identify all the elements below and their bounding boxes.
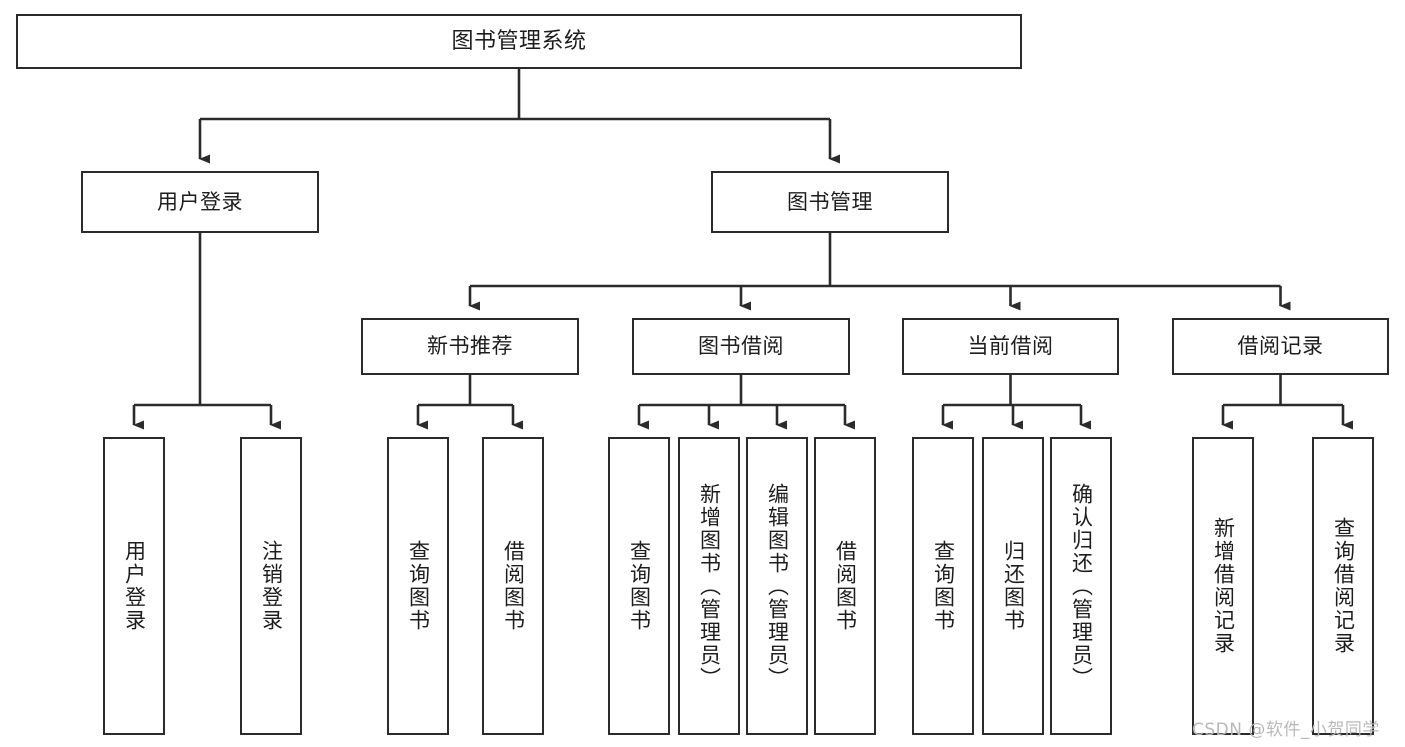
leaf-return-book[interactable]: 归还图书 [982,437,1044,735]
node-label: 新增借阅记录 [1211,517,1236,655]
node-new-book-recommendation[interactable]: 新书推荐 [361,318,579,375]
leaf-borrow-book-recommendation[interactable]: 借阅图书 [482,437,544,735]
node-label: 借阅图书 [833,540,858,632]
node-label: 当前借阅 [967,334,1054,359]
node-label: 借阅图书 [501,540,526,632]
node-label: 查询借阅记录 [1331,517,1356,655]
node-label: 新增图书（管理员） [697,482,722,690]
node-label: 图书借阅 [698,334,784,359]
leaf-edit-book-admin[interactable]: 编辑图书（管理员） [746,437,808,735]
node-book-management[interactable]: 图书管理 [711,171,949,233]
node-root-book-management-system[interactable]: 图书管理系统 [16,14,1022,69]
node-current-borrowing[interactable]: 当前借阅 [902,318,1119,375]
leaf-logout[interactable]: 注销登录 [240,437,302,735]
leaf-query-borrowing-record[interactable]: 查询借阅记录 [1312,437,1374,735]
leaf-add-borrowing-record[interactable]: 新增借阅记录 [1192,437,1254,735]
node-label: 图书管理系统 [451,28,587,54]
leaf-user-login[interactable]: 用户登录 [103,437,165,735]
node-label: 借阅记录 [1237,334,1324,359]
node-book-borrowing[interactable]: 图书借阅 [632,318,850,375]
connector-group [132,69,1353,430]
leaf-query-book-borrowing[interactable]: 查询图书 [608,437,670,735]
node-label: 图书管理 [787,189,873,214]
leaf-add-book-admin[interactable]: 新增图书（管理员） [678,437,740,735]
leaf-query-book-recommendation[interactable]: 查询图书 [387,437,449,735]
node-label: 查询图书 [627,540,652,632]
node-label: 确认归还（管理员） [1069,482,1094,690]
node-label: 新书推荐 [427,334,513,359]
node-label: 归还图书 [1001,540,1026,632]
node-label: 用户登录 [122,540,147,632]
node-borrowing-records[interactable]: 借阅记录 [1172,318,1389,375]
node-user-login[interactable]: 用户登录 [81,171,319,233]
node-label: 查询图书 [931,540,956,632]
node-label: 用户登录 [157,189,243,214]
leaf-borrow-book-borrowing[interactable]: 借阅图书 [814,437,876,735]
leaf-confirm-return-admin[interactable]: 确认归还（管理员） [1050,437,1112,735]
node-label: 编辑图书（管理员） [765,482,790,690]
node-label: 注销登录 [259,540,284,632]
leaf-query-book-current[interactable]: 查询图书 [912,437,974,735]
csdn-watermark: CSDN @软件_小贺同学 [1192,720,1380,740]
node-label: 查询图书 [406,540,431,632]
